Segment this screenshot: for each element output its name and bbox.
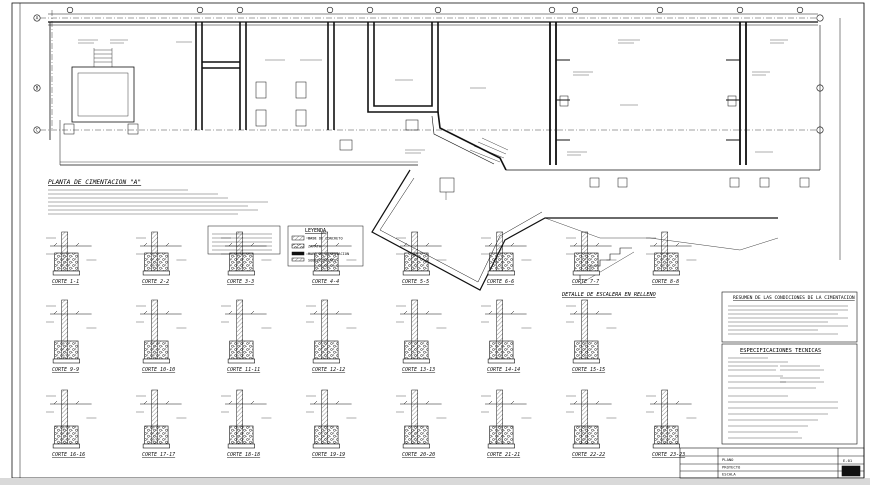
legend-title: LEYENDA [305, 228, 326, 234]
section-detail-2-1: CORTE 9-9 [46, 299, 97, 373]
title-block-escala: ESCALA [722, 472, 736, 477]
section-label: CORTE 9-9 [52, 367, 79, 373]
section-label: CORTE 23-23 [652, 452, 685, 458]
section-detail-3-3: CORTE 18-18 [221, 389, 272, 458]
specs-title: ESPECIFICACIONES TECNICAS [740, 348, 821, 354]
axis-bubbles [33, 6, 824, 134]
section-detail-1-6: CORTE 6-6 [481, 231, 532, 285]
section-detail-3-4: CORTE 19-19 [306, 389, 357, 458]
section-detail-3-6: CORTE 21-21 [481, 389, 532, 458]
section-detail-2-3: CORTE 11-11 [221, 299, 272, 373]
section-detail-2-6: CORTE 14-14 [481, 299, 532, 373]
section-label: CORTE 15-15 [572, 367, 605, 373]
axis-label-b: B [36, 86, 39, 91]
section-label: CORTE 17-17 [142, 452, 175, 458]
title-block-plano: PLANO [722, 457, 734, 462]
section-detail-2-4: CORTE 12-12 [306, 299, 357, 373]
axis-lines [40, 10, 841, 260]
section-detail-1-7: CORTE 7-7 [566, 231, 617, 285]
section-label: CORTE 2-2 [142, 279, 169, 285]
section-label: CORTE 22-22 [572, 452, 605, 458]
section-detail-1-5: CORTE 5-5 [396, 231, 447, 285]
section-detail-2-5: CORTE 13-13 [396, 299, 447, 373]
spec-boxes [721, 291, 858, 445]
stair-detail-title: DETALLE DE ESCALERA EN RELLENO [561, 292, 656, 298]
section-label: CORTE 8-8 [652, 279, 679, 285]
axis-label-a: A [36, 16, 39, 21]
bottom-scrollbar[interactable] [0, 478, 870, 485]
legend-item-2: ZAPATA [308, 245, 322, 249]
section-label: CORTE 20-20 [402, 452, 435, 458]
section-detail-3-8: CORTE 23-23 [646, 389, 697, 458]
plan-notes [48, 189, 268, 215]
section-detail-3-1: CORTE 16-16 [46, 389, 97, 458]
section-detail-1-8: CORTE 8-8 [646, 231, 697, 285]
section-detail-2-2: CORTE 10-10 [136, 299, 187, 373]
section-detail-2-7: CORTE 15-15 [566, 299, 617, 373]
summary-title: RESUMEN DE LAS CONDICIONES DE LA CIMENTA… [733, 295, 855, 301]
title-block-proyecto: PROYECTO [722, 465, 741, 470]
section-label: CORTE 5-5 [402, 279, 429, 285]
row-axis-labels: A B C [36, 16, 39, 133]
section-label: CORTE 6-6 [487, 279, 514, 285]
section-label: CORTE 4-4 [312, 279, 339, 285]
section-label: CORTE 7-7 [572, 279, 599, 285]
plan-footings [63, 81, 810, 188]
section-label: CORTE 1-1 [52, 279, 79, 285]
spec-lines [728, 305, 848, 439]
section-detail-3-7: CORTE 22-22 [566, 389, 617, 458]
section-detail-1-3: CORTE 3-3 [221, 231, 272, 285]
sheet-number: E-01 [843, 458, 853, 463]
plan-annotations [78, 39, 788, 156]
section-label: CORTE 11-11 [227, 367, 260, 373]
foundation-plan [48, 21, 821, 171]
section-label: CORTE 18-18 [227, 452, 260, 458]
section-label: CORTE 12-12 [312, 367, 345, 373]
section-label: CORTE 14-14 [487, 367, 520, 373]
section-detail-3-2: CORTE 17-17 [136, 389, 187, 458]
section-label: CORTE 19-19 [312, 452, 345, 458]
plan-title: PLANTA DE CIMENTACION "A" [48, 179, 141, 186]
section-detail-1-1: CORTE 1-1 [46, 231, 97, 285]
section-detail-1-2: CORTE 2-2 [136, 231, 187, 285]
section-detail-1-4: CORTE 4-4 [306, 231, 357, 285]
section-label: CORTE 21-21 [487, 452, 520, 458]
axis-label-c: C [36, 128, 39, 133]
section-detail-3-5: CORTE 20-20 [396, 389, 447, 458]
section-label: CORTE 10-10 [142, 367, 175, 373]
section-label: CORTE 3-3 [227, 279, 254, 285]
section-label: CORTE 16-16 [52, 452, 85, 458]
title-block [679, 447, 865, 479]
title-block-text: PLANO PROYECTO ESCALA E-01 [722, 457, 853, 477]
section-label: CORTE 13-13 [402, 367, 435, 373]
